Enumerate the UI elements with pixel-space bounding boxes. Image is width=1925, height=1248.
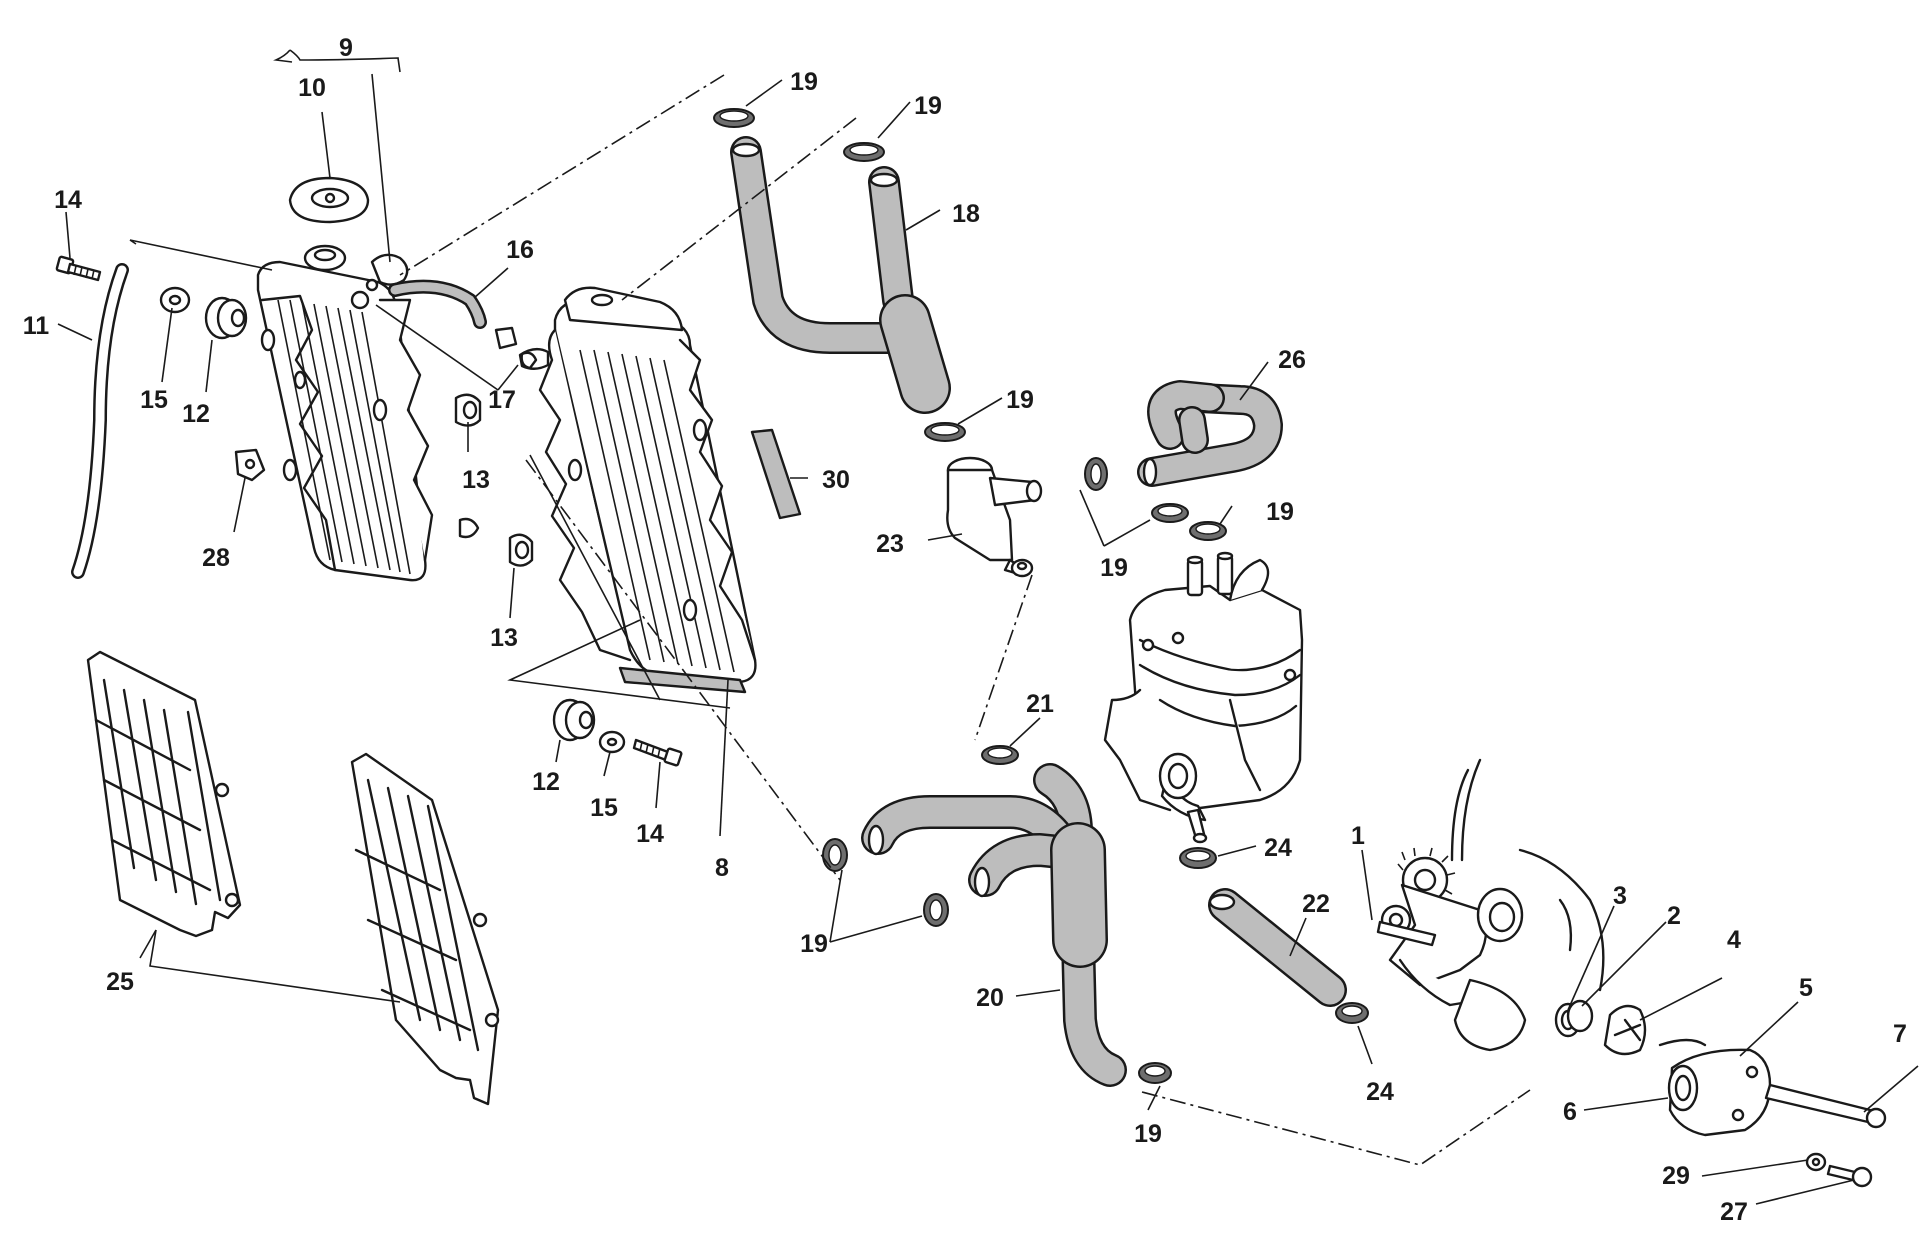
- callout-19f: 19: [800, 930, 828, 958]
- hose-26: [1137, 380, 1283, 487]
- callout-9: 9: [339, 34, 353, 62]
- clamp-19g: [822, 838, 848, 872]
- callout-21: 21: [1026, 690, 1054, 718]
- callout-29: 29: [1662, 1162, 1690, 1190]
- left-radiator: [256, 244, 480, 582]
- hose-22: [1208, 888, 1347, 1007]
- callout-3: 3: [1613, 882, 1627, 910]
- callout-24a: 24: [1264, 834, 1292, 862]
- callout-5: 5: [1799, 974, 1813, 1002]
- grommet-lower: [508, 533, 534, 567]
- foam-strip-30: [750, 428, 802, 520]
- callout-13b: 13: [490, 624, 518, 652]
- thermostat-housing: [946, 456, 1043, 578]
- callout-13a: 13: [462, 466, 490, 494]
- screw-14-lower: [632, 738, 683, 767]
- small-hose-16: [388, 279, 538, 370]
- screw-27: [1826, 1164, 1873, 1188]
- dash-leaders: [399, 74, 1531, 1166]
- overflow-tube: [71, 263, 129, 579]
- grommet-left: [204, 296, 248, 340]
- callout-23: 23: [876, 530, 904, 558]
- callout-10: 10: [298, 74, 326, 102]
- callouts: 9 10 14 11 15 12 16 17 13 28 13 12 15 14…: [23, 34, 1907, 1226]
- callout-19c: 19: [1006, 386, 1034, 414]
- callout-25: 25: [106, 968, 134, 996]
- washer-left: [159, 286, 191, 314]
- callout-1: 1: [1351, 822, 1365, 850]
- callout-7: 7: [1893, 1020, 1907, 1048]
- callout-27: 27: [1720, 1198, 1748, 1226]
- leader-lines: [57, 49, 1919, 1205]
- clamp-19h: [923, 893, 949, 927]
- callout-14a: 14: [54, 186, 82, 214]
- radiator-guard-right: [350, 752, 500, 1106]
- clamp-19b: [843, 142, 885, 162]
- callout-24b: 24: [1366, 1078, 1394, 1106]
- callout-15b: 15: [590, 794, 618, 822]
- clamp-19j: [1138, 1062, 1172, 1084]
- pump-cover: [1667, 1048, 1887, 1137]
- hose-20: [861, 763, 1127, 1087]
- callout-12b: 12: [532, 768, 560, 796]
- callout-26: 26: [1278, 346, 1306, 374]
- clamp-21: [981, 745, 1019, 765]
- callout-19e: 19: [1100, 554, 1128, 582]
- clamp-19c: [924, 422, 966, 442]
- clamp-19i: [1179, 847, 1217, 869]
- clamp-24b: [1335, 1002, 1369, 1024]
- callout-19g: 19: [1134, 1120, 1162, 1148]
- callout-17: 17: [488, 386, 516, 414]
- clamp-19d: [1084, 457, 1108, 491]
- clamp-19f: [1189, 521, 1227, 541]
- callout-19b: 19: [914, 92, 942, 120]
- water-pump-assembly: [1376, 758, 1707, 1056]
- cylinder-head: [1103, 551, 1304, 844]
- clamp-19e: [1151, 503, 1189, 523]
- callout-4: 4: [1727, 926, 1741, 954]
- washer-29: [1805, 1152, 1827, 1172]
- callout-8: 8: [715, 854, 729, 882]
- callout-6: 6: [1563, 1098, 1577, 1126]
- radiator-guard-left: [86, 650, 242, 938]
- callout-16: 16: [506, 236, 534, 264]
- callout-14b: 14: [636, 820, 664, 848]
- callout-30: 30: [822, 466, 850, 494]
- screw-left: [55, 255, 102, 282]
- callout-18: 18: [952, 200, 980, 228]
- callout-28: 28: [202, 544, 230, 572]
- grommet-12-lower: [552, 698, 596, 742]
- clip-28: [234, 448, 266, 482]
- callout-15a: 15: [140, 386, 168, 414]
- washer-15-lower: [598, 730, 626, 754]
- radiator-cap: [288, 176, 370, 224]
- callout-19a: 19: [790, 68, 818, 96]
- right-radiator: [518, 286, 757, 694]
- grommet-upper: [454, 393, 482, 427]
- callout-20: 20: [976, 984, 1004, 1012]
- callout-11: 11: [23, 312, 50, 340]
- callout-22: 22: [1302, 890, 1330, 918]
- callout-2: 2: [1667, 902, 1681, 930]
- hose-18: [730, 136, 951, 414]
- callout-19d: 19: [1266, 498, 1294, 526]
- clamp-19a: [713, 108, 755, 128]
- callout-12a: 12: [182, 400, 210, 428]
